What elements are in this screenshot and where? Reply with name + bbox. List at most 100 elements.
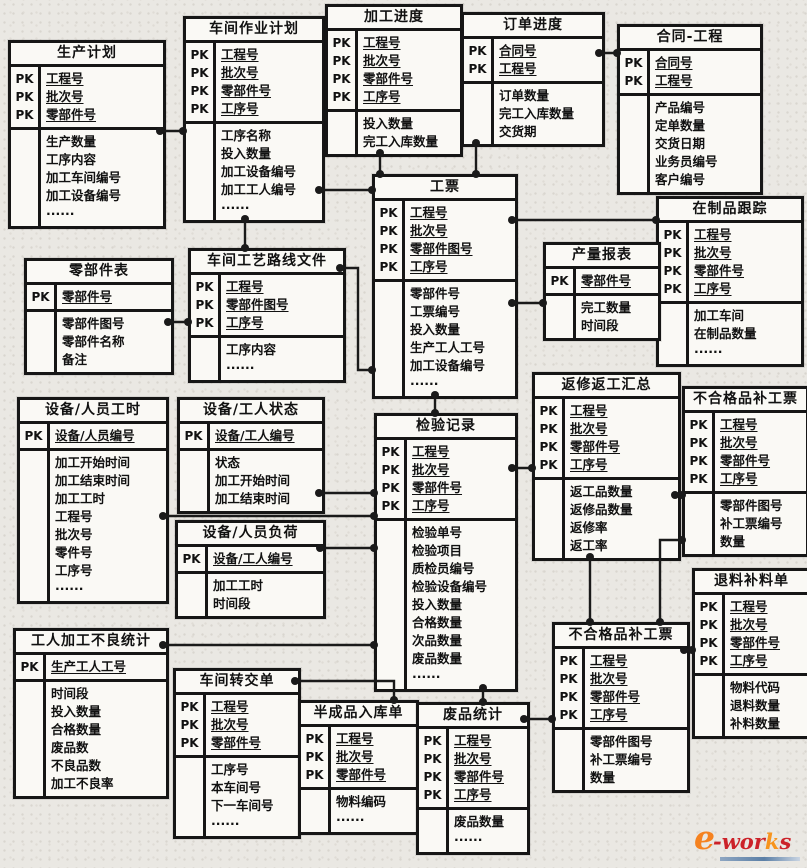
attribute-section: 物料编码······ (301, 787, 416, 832)
attribute-field: 加工车间编号 (46, 170, 122, 185)
pk-field: 批次号 (694, 245, 732, 260)
attribute-field: 在制品数量 (694, 326, 757, 341)
pk-field: 零部件号 (581, 273, 632, 288)
attribute-field: 废品数量 (412, 651, 463, 666)
pk-label: PK (539, 440, 558, 454)
attribute-field: 废品数 (51, 740, 89, 755)
entity-title: 产量报表 (546, 245, 658, 269)
pk-field-column: 设备/工人编号 (210, 424, 322, 448)
attribute-gutter (375, 282, 405, 396)
attribute-field: 零部件图号 (590, 734, 653, 749)
attribute-field: 物料编码 (336, 794, 387, 809)
pk-label: PK (663, 228, 682, 242)
pk-field: 工程号 (336, 731, 374, 746)
attribute-section: 加工工时时间段 (178, 571, 323, 616)
pk-field-column: 工程号批次号零部件图号工序号 (405, 201, 515, 279)
pk-field: 合同号 (655, 55, 693, 70)
pk-field: 工程号 (410, 205, 448, 220)
pk-label: PK (468, 44, 487, 58)
attribute-field: 加工结束时间 (215, 491, 291, 506)
pk-field-column: 工程号批次号零部件号工序号 (585, 649, 687, 727)
pk-field: 批次号 (454, 751, 492, 766)
entity-title: 车间工艺路线文件 (191, 251, 343, 275)
pk-label: PK (559, 654, 578, 668)
pk-label: PK (379, 242, 398, 256)
pk-label: PK (699, 654, 718, 668)
attribute-section: 完工数量时间段 (546, 293, 658, 338)
attribute-section: 加工车间在制品数量······ (659, 301, 801, 364)
attribute-field: 加工工人编号 (221, 182, 297, 197)
pk-field: 工序号 (570, 457, 608, 472)
attribute-column: 工序内容······ (221, 338, 343, 380)
pk-label: PK (559, 672, 578, 686)
pk-field: 零部件图号 (226, 297, 289, 312)
attribute-gutter (301, 790, 331, 832)
pk-label: PK (699, 636, 718, 650)
pk-field: 零部件号 (336, 767, 387, 782)
pk-label: PK (381, 499, 400, 513)
attribute-gutter (546, 296, 576, 338)
pk-label: PK (663, 246, 682, 260)
pk-field: 工序号 (410, 259, 448, 274)
pk-field-column: 工程号批次号零部件号工序号 (407, 440, 515, 518)
attribute-field: 检验项目 (412, 543, 463, 558)
attribute-field: 工程号 (55, 509, 93, 524)
attribute-field: 合格数量 (412, 615, 463, 630)
pk-field: 工程号 (412, 444, 450, 459)
attribute-gutter (191, 338, 221, 380)
pk-label: PK (190, 66, 209, 80)
attribute-column: 订单数量完工入库数量交货期 (494, 84, 602, 144)
e-works-logo-e: e (694, 818, 715, 857)
pk-field: 工程号 (570, 403, 608, 418)
pk-field: 零部件号 (46, 107, 97, 122)
attribute-field: 产品编号 (655, 100, 706, 115)
pk-label: PK (24, 429, 43, 443)
attribute-field: 状态 (215, 455, 241, 470)
attribute-field: 检验设备编号 (412, 579, 488, 594)
attribute-field: ······ (221, 200, 250, 215)
attribute-field: 零部件图号 (62, 316, 125, 331)
attribute-field: 业务员编号 (655, 154, 718, 169)
attribute-field: ······ (226, 360, 255, 375)
attribute-column: 检验单号检验项目质检员编号检验设备编号投入数量合格数量次品数量废品数量·····… (407, 521, 515, 689)
pk-field-column: 合同号工程号 (494, 39, 602, 81)
pk-field: 工程号 (694, 227, 732, 242)
attribute-section: 废品数量······ (419, 807, 527, 852)
attribute-field: 投入数量 (412, 597, 463, 612)
attribute-section: 状态加工开始时间加工结束时间 (180, 448, 322, 511)
attribute-column: 加工工时时间段 (208, 574, 323, 616)
attribute-section: 物料代码退料数量补料数量 (695, 673, 807, 736)
pk-field-column: 工程号批次号零部件号工序号 (689, 223, 801, 301)
e-works-logo-underline (720, 857, 800, 861)
attribute-field: 零部件图号 (720, 498, 783, 513)
attribute-field: 生产数量 (46, 134, 97, 149)
pk-label: PK (332, 54, 351, 68)
attribute-field: 时间段 (51, 686, 89, 701)
pk-label: PK (195, 316, 214, 330)
pk-field: 零部件号 (570, 439, 621, 454)
pk-field: 工序号 (720, 471, 758, 486)
pk-field: 工序号 (412, 498, 450, 513)
pk-label: PK (689, 418, 708, 432)
attribute-field: ······ (454, 832, 483, 847)
pk-field: 工序号 (221, 101, 259, 116)
e-works-logo-s: s (779, 829, 792, 854)
attribute-field: 合格数量 (51, 722, 102, 737)
pk-field: 零部件号 (62, 289, 113, 304)
entity-title: 车间作业计划 (186, 19, 322, 43)
entity-title: 返修返工汇总 (535, 375, 678, 399)
attribute-field: 加工设备编号 (221, 164, 297, 179)
pk-field: 批次号 (720, 435, 758, 450)
